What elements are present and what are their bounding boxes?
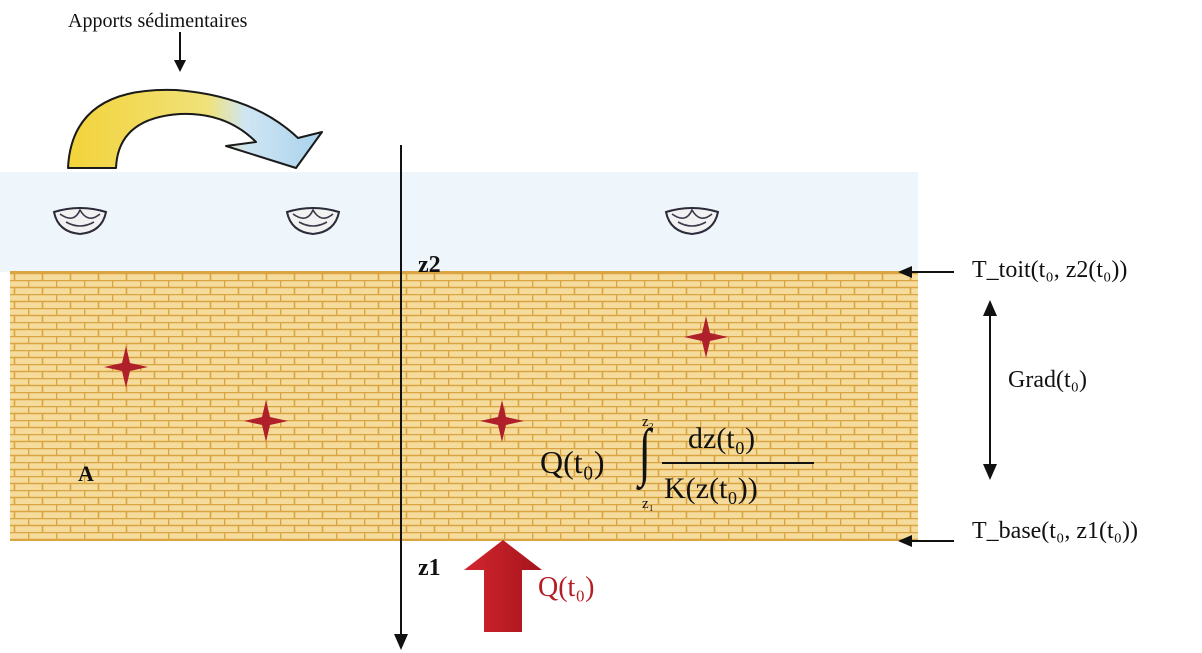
formula-denominator: K(z(t₀)) <box>664 472 758 505</box>
formula-prefix: Q(t₀) <box>540 444 605 480</box>
integral-upper-bound: z₂ <box>642 414 654 430</box>
integral-lower-bound: z₁ <box>642 496 654 512</box>
depth-axis-arrowhead <box>394 634 408 650</box>
curved-arrow-icon <box>67 88 323 169</box>
star-icon <box>684 316 728 358</box>
shell-icon <box>285 207 341 236</box>
heat-flux-arrow <box>464 540 542 632</box>
star-icon <box>104 346 148 388</box>
sediment-layer <box>10 272 918 540</box>
formula-numerator: dz(t₀) <box>688 422 756 455</box>
gradient-arrow-head-up <box>983 300 997 316</box>
heat-flux-label: Q(t₀) <box>538 572 595 603</box>
base-pointer-head <box>898 535 912 547</box>
toit-pointer-head <box>898 266 912 278</box>
star-icon <box>480 400 524 442</box>
z1-label: z1 <box>418 555 441 581</box>
integral-sign: ∫ <box>638 416 651 487</box>
grad-label: Grad(t₀) <box>1008 367 1087 393</box>
gradient-arrow-head-down <box>983 464 997 480</box>
t-base-label: T_base(t₀, z1(t₀)) <box>972 518 1138 544</box>
fraction-bar <box>662 462 814 464</box>
z2-label: z2 <box>418 252 441 278</box>
zone-a-label: A <box>78 461 94 486</box>
star-icon <box>244 400 288 442</box>
water-layer <box>0 172 918 272</box>
t-toit-label: T_toit(t₀, z2(t₀)) <box>972 257 1128 283</box>
apports-arrowhead <box>174 60 186 72</box>
apports-label: Apports sédimentaires <box>68 10 248 32</box>
shell-icon <box>664 207 720 236</box>
shell-icon <box>52 207 108 236</box>
